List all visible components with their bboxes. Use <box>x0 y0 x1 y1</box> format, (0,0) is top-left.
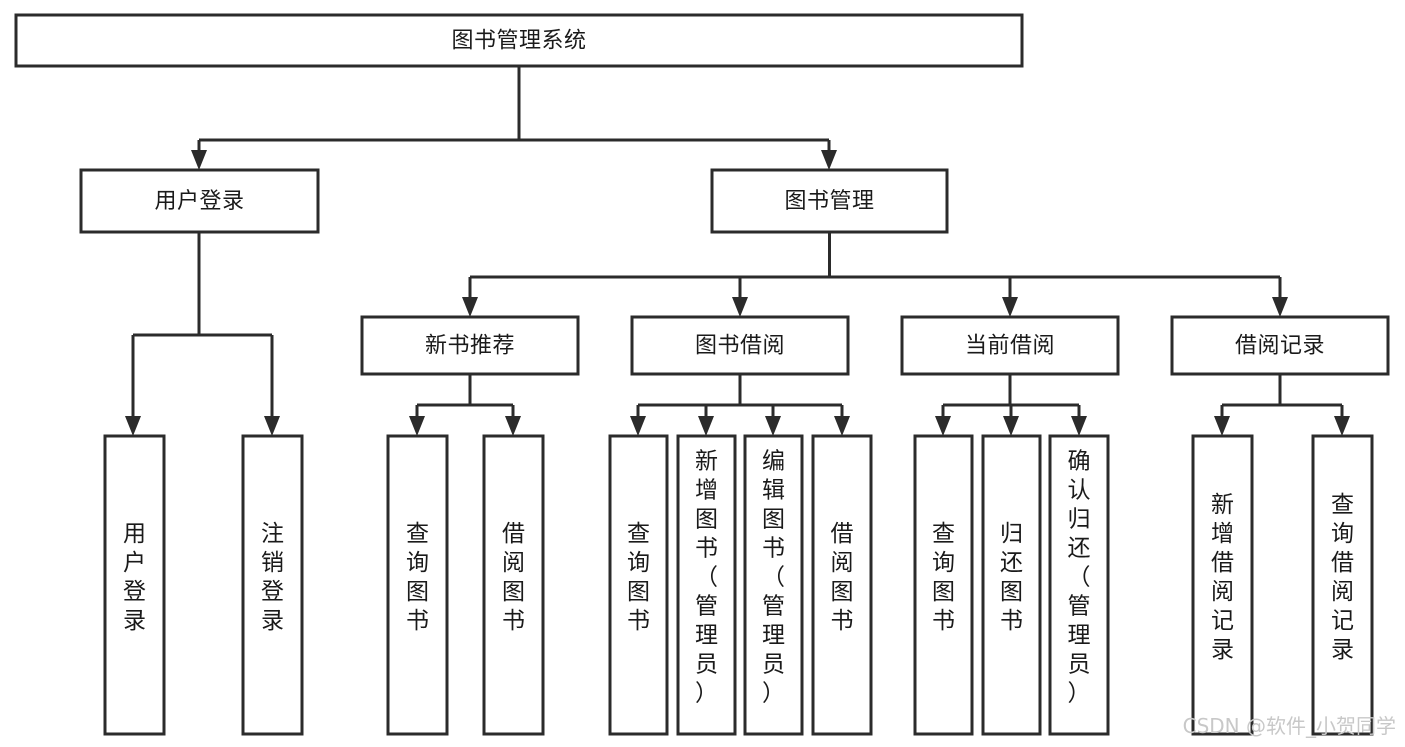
node-确认归还管理员-10[interactable]: 确认归还（管理员） <box>1048 434 1110 736</box>
node-label: 借阅图书 <box>502 521 525 634</box>
csdn-watermark: CSDN @软件_小贺同学 <box>1183 714 1396 738</box>
node-label: 用户登录 <box>123 521 146 634</box>
node-查询借阅记录-12[interactable]: 查询借阅记录 <box>1311 434 1374 736</box>
node-label: 图书借阅 <box>695 334 785 359</box>
node-box-rect <box>386 434 449 736</box>
node-boxes-group: 图书管理系统用户登录图书管理新书推荐图书借阅当前借阅借阅记录用户登录注销登录查询… <box>14 13 1390 736</box>
node-label: 新增图书（管理员） <box>695 449 718 707</box>
arrow-head-icon-leaf-2-0 <box>630 416 646 436</box>
node-用户登录-0[interactable]: 用户登录 <box>103 434 166 736</box>
node-注销登录-1[interactable]: 注销登录 <box>241 434 304 736</box>
arrow-head-icon-leaf-3-1 <box>1003 416 1019 436</box>
node-label: 新增借阅记录 <box>1211 492 1234 663</box>
node-box-rect <box>811 434 873 736</box>
node-label: 查询图书 <box>627 521 650 634</box>
node-查询图书-4[interactable]: 查询图书 <box>608 434 669 736</box>
arrow-head-icon-l2-1 <box>732 297 748 317</box>
node-label: 图书管理 <box>784 189 874 214</box>
node-box-rect <box>1311 434 1374 736</box>
arrow-head-icon-leaf-0-0 <box>125 416 141 436</box>
arrow-head-icon-leaf-2-2 <box>765 416 781 436</box>
node-查询图书-2[interactable]: 查询图书 <box>386 434 449 736</box>
connector-lines-group <box>125 66 1350 436</box>
node-借阅图书-7[interactable]: 借阅图书 <box>811 434 873 736</box>
node-归还图书-9[interactable]: 归还图书 <box>981 434 1042 736</box>
node-编辑图书管理员-6[interactable]: 编辑图书（管理员） <box>743 434 804 736</box>
node-box-rect <box>743 434 804 736</box>
node-label: 图书管理系统 <box>451 29 586 54</box>
node-label: 确认归还（管理员） <box>1068 449 1091 707</box>
node-当前借阅-2[interactable]: 当前借阅 <box>900 315 1120 376</box>
arrow-head-icon-leaf-2-1 <box>698 416 714 436</box>
node-查询图书-8[interactable]: 查询图书 <box>913 434 974 736</box>
node-box-rect <box>241 434 304 736</box>
arrow-head-icon-leaf-3-0 <box>935 416 951 436</box>
node-label: 注销登录 <box>261 521 284 634</box>
node-label: 借阅图书 <box>831 521 854 634</box>
node-box-rect <box>981 434 1042 736</box>
arrow-head-icon-leaf-4-1 <box>1334 416 1350 436</box>
arrow-head-icon-l2-3 <box>1272 297 1288 317</box>
node-label: 用户登录 <box>154 189 244 214</box>
arrow-head-icon-leaf-4-0 <box>1214 416 1230 436</box>
arrow-head-icon-l1-0 <box>191 150 207 170</box>
node-box-rect <box>360 315 580 376</box>
node-box-rect <box>1170 315 1390 376</box>
node-box-rect <box>608 434 669 736</box>
arrow-head-icon-leaf-3-2 <box>1071 416 1087 436</box>
node-label: 查询图书 <box>932 521 955 634</box>
arrow-head-icon-l2-2 <box>1002 297 1018 317</box>
node-box-rect <box>79 168 320 234</box>
node-box-rect <box>482 434 545 736</box>
node-box-rect <box>676 434 737 736</box>
node-box-rect <box>710 168 949 234</box>
node-box-rect <box>630 315 850 376</box>
arrow-head-icon-leaf-2-3 <box>834 416 850 436</box>
node-box-rect <box>1191 434 1254 736</box>
node-box-rect <box>913 434 974 736</box>
node-label: 查询借阅记录 <box>1331 492 1354 663</box>
node-新增借阅记录-11[interactable]: 新增借阅记录 <box>1191 434 1254 736</box>
node-借阅图书-3[interactable]: 借阅图书 <box>482 434 545 736</box>
node-图书借阅-1[interactable]: 图书借阅 <box>630 315 850 376</box>
arrow-head-icon-l2-0 <box>462 297 478 317</box>
arrow-head-icon-leaf-1-1 <box>505 416 521 436</box>
node-label: 查询图书 <box>406 521 429 634</box>
arrow-head-icon-leaf-0-1 <box>264 416 280 436</box>
node-用户登录-0[interactable]: 用户登录 <box>79 168 320 234</box>
node-label: 借阅记录 <box>1235 334 1325 359</box>
node-图书管理-1[interactable]: 图书管理 <box>710 168 949 234</box>
node-label: 新书推荐 <box>425 334 515 359</box>
arrow-head-icon-leaf-1-0 <box>409 416 425 436</box>
node-新增图书管理员-5[interactable]: 新增图书（管理员） <box>676 434 737 736</box>
node-借阅记录-3[interactable]: 借阅记录 <box>1170 315 1390 376</box>
node-box-rect <box>1048 434 1110 736</box>
node-label: 编辑图书（管理员） <box>762 449 785 707</box>
node-新书推荐-0[interactable]: 新书推荐 <box>360 315 580 376</box>
node-label: 归还图书 <box>1000 521 1023 634</box>
node-box-rect <box>103 434 166 736</box>
node-box-rect <box>14 13 1024 68</box>
node-图书管理系统[interactable]: 图书管理系统 <box>14 13 1024 68</box>
node-label: 当前借阅 <box>965 334 1055 359</box>
node-box-rect <box>900 315 1120 376</box>
arrow-head-icon-l1-1 <box>821 150 837 170</box>
